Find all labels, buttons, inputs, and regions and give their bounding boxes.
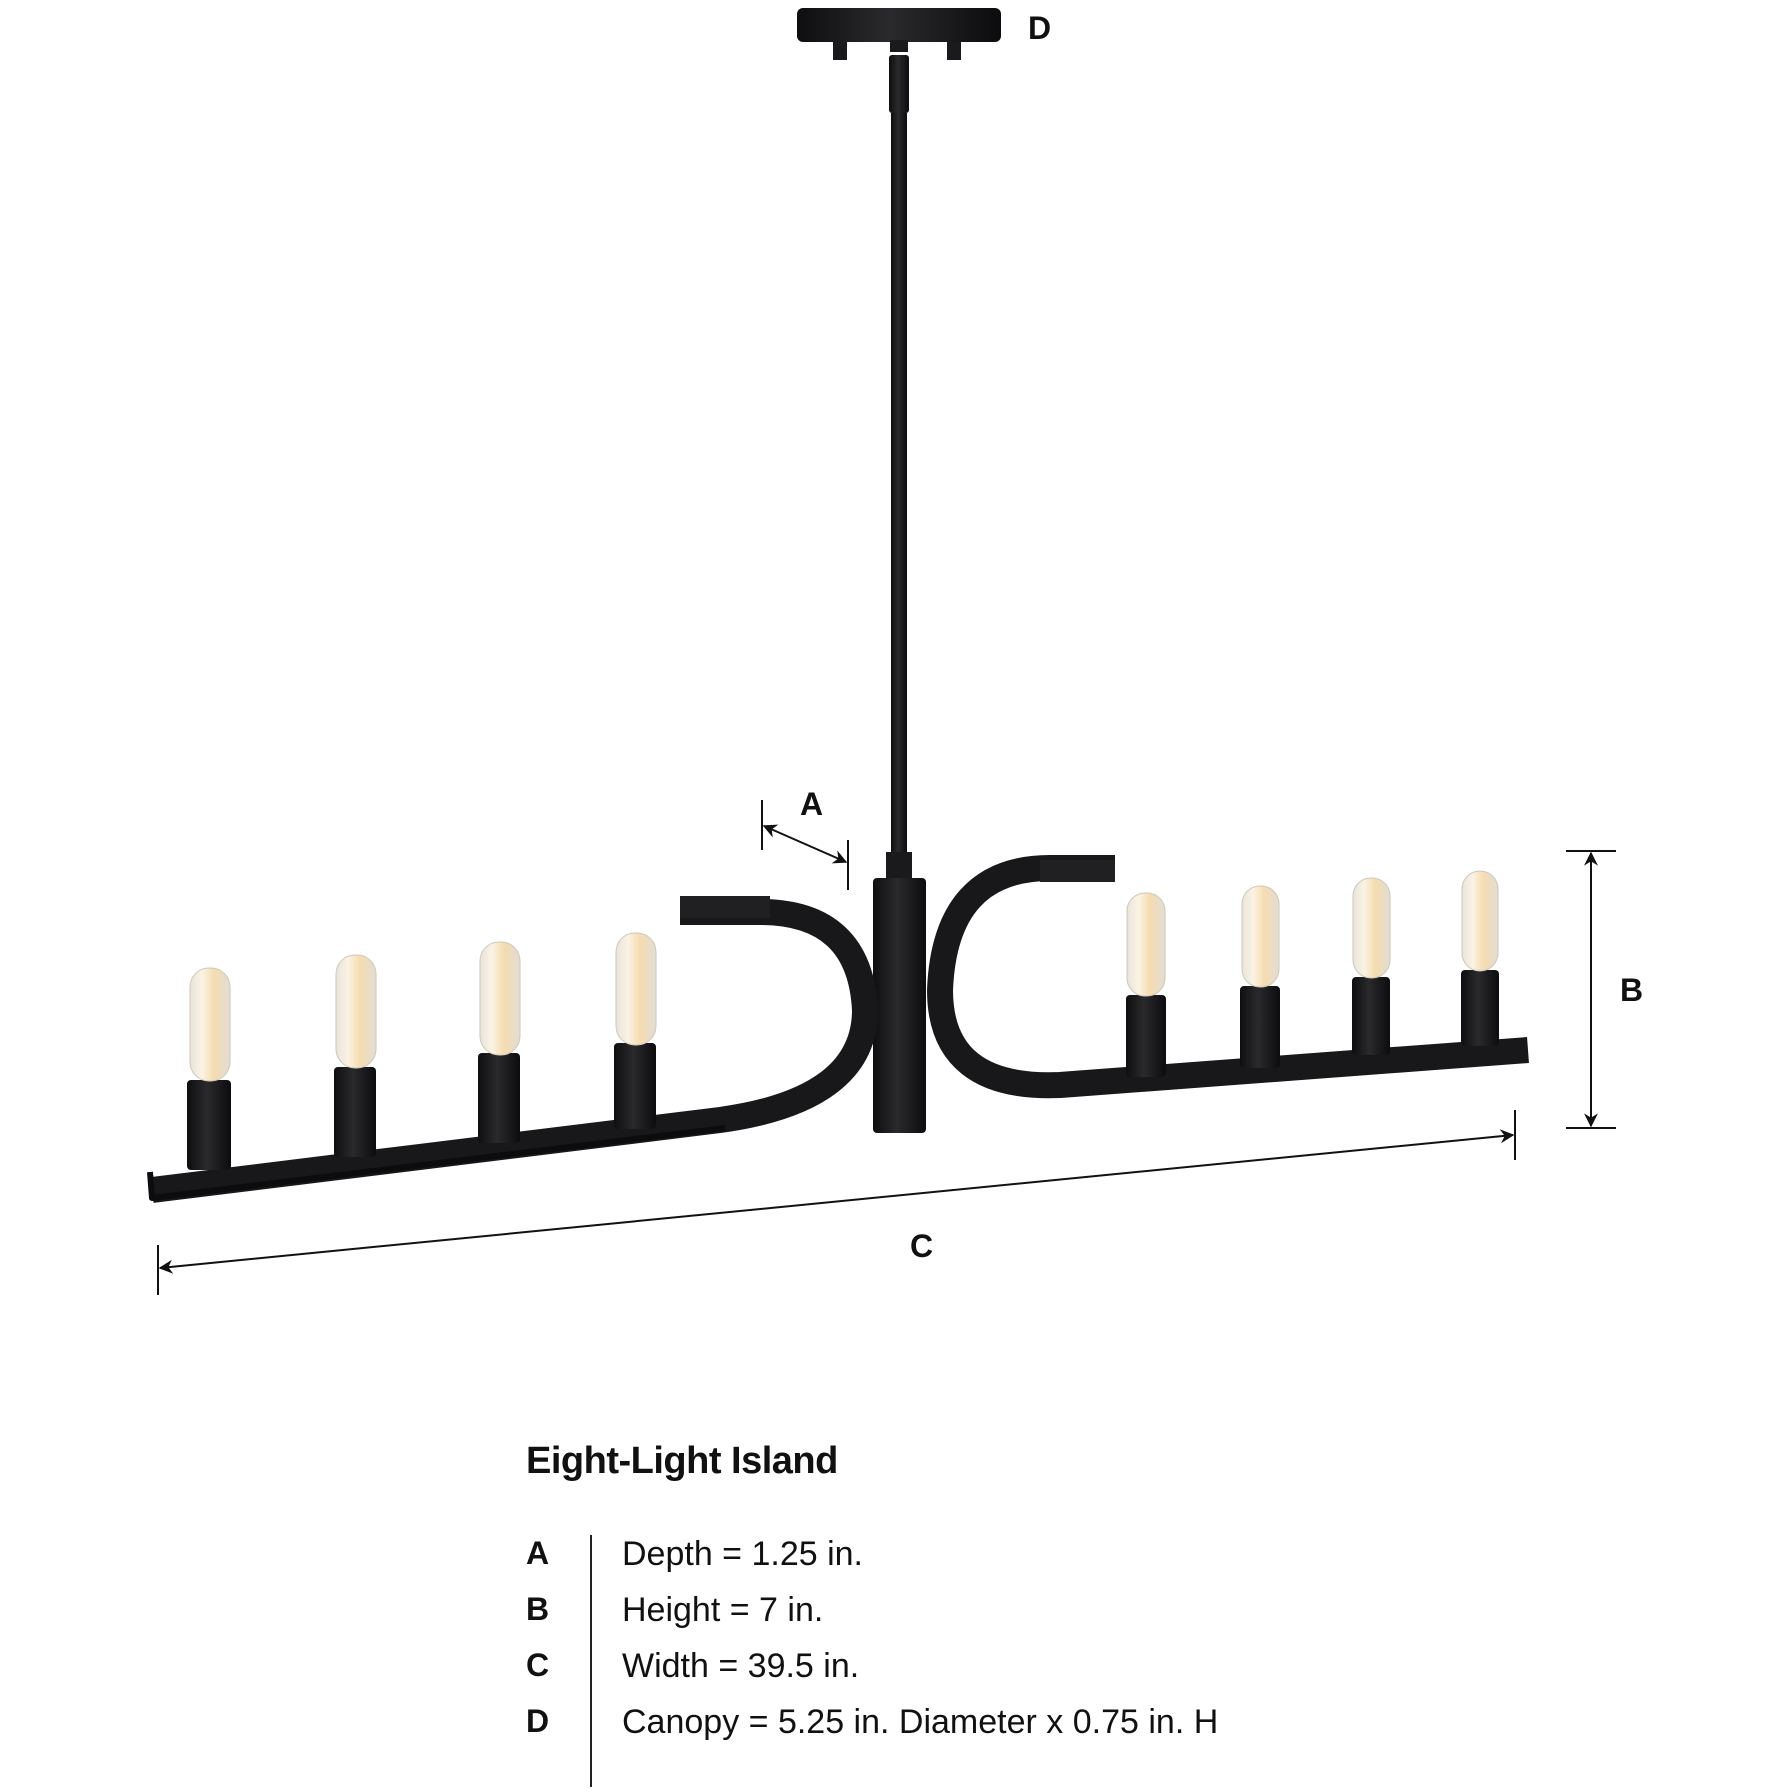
light-2 xyxy=(334,954,377,1157)
right-arm xyxy=(927,855,1529,1099)
canopy xyxy=(797,8,1001,60)
light-4 xyxy=(614,932,657,1129)
dimension-label-d: D xyxy=(1028,10,1052,46)
spec-key: C xyxy=(526,1647,550,1683)
dimension-label-b: B xyxy=(1620,972,1644,1008)
downrod xyxy=(873,55,926,1133)
product-title: Eight-Light Island xyxy=(526,1440,838,1482)
spec-value: Canopy = 5.25 in. Diameter x 0.75 in. H xyxy=(622,1703,1219,1741)
spec-value: Width = 39.5 in. xyxy=(622,1647,860,1685)
spec-value: Height = 7 in. xyxy=(622,1591,824,1629)
light-1 xyxy=(187,967,231,1170)
light-3 xyxy=(478,941,521,1143)
spec-key: A xyxy=(526,1535,550,1571)
dimension-label-c: C xyxy=(910,1228,934,1264)
right-bulbs xyxy=(1126,870,1499,1077)
light-7 xyxy=(1352,877,1391,1055)
dimension-a xyxy=(761,800,849,890)
spec-key: B xyxy=(526,1591,550,1627)
spec-value: Depth = 1.25 in. xyxy=(622,1535,864,1573)
dimension-c xyxy=(157,1110,1516,1295)
dimension-b xyxy=(1566,850,1616,1129)
light-6 xyxy=(1240,885,1280,1068)
light-8 xyxy=(1461,870,1499,1046)
spec-divider xyxy=(590,1535,592,1787)
light-5 xyxy=(1126,892,1166,1077)
dimension-label-a: A xyxy=(800,786,824,822)
spec-key: D xyxy=(526,1703,550,1739)
